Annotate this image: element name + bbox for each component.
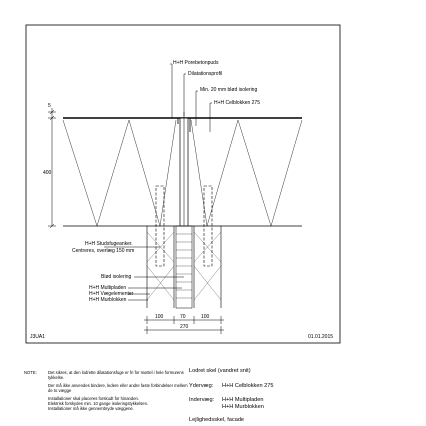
info-title: Lodret skel (vandret snit) [189,368,251,374]
wall-tie-left [155,185,165,267]
upper-leaders [170,63,212,132]
label-multipladen: H+H Multipladen [89,285,127,291]
insulation-zigzag-right [190,119,303,227]
info-inner-value-1: H+H Multipladen [222,397,264,403]
label-wall-material: H+H Vægelementer [89,291,134,297]
info-footer: Lejlighedsskel, facade [189,417,245,423]
height-dimension [48,108,56,229]
info-outer-value: H+H Celblokken 275 [222,383,274,389]
info-outer-label: Ydervæg: [189,383,214,389]
insulation-zigzag-left [62,119,177,227]
label-render: H+H Porebetonpuds [173,60,219,66]
info-inner-label: Indervæg: [189,397,215,403]
note-paragraph: Installationer skal placeres forskudt fo… [48,396,149,411]
dilatation-profile [177,117,191,132]
dim-total: 270 [180,324,189,330]
info-inner-value-2: H+H Murblokken [222,404,264,410]
lower-leaders [104,246,184,301]
note-paragraph: Det sikres, at den lodrette dilatationsf… [48,370,184,380]
drawing-date: 01.01.2015 [308,334,334,340]
dim-right: 100 [201,314,210,320]
wall-tie-right [203,185,213,267]
drawing-frame [25,24,341,344]
dim-left: 100 [155,314,164,320]
label-murblokken: H+H Murblokken [89,297,127,303]
wall-hatch-right [193,231,222,301]
dim-middle: 70 [180,314,186,320]
label-expansion-profile: Dilatationsprofil [188,71,223,77]
dim-height-small: 5 [48,103,51,109]
wall-hatch-left [146,231,175,301]
label-wall-tie: H+H Studsfugeanker. [85,241,133,247]
label-soft-insulation: Blød isolering [101,274,132,280]
dim-height-main: 400 [43,170,52,176]
label-min-insulation: Min. 20 mm blød isolering [200,87,258,93]
label-element: H+H Celblokken 275 [214,100,260,106]
drawing-id: J3UA1 [30,334,46,340]
notes-body: Det sikres, at den lodrette dilatationsf… [48,370,188,414]
width-dimension [144,316,224,334]
note-paragraph: Der må ikke anvendes bindere, ledere ell… [48,383,188,393]
multiplade-column [175,225,193,309]
multiplade-hatch [176,233,192,299]
notes-label: NOTE: [24,370,37,375]
label-wall-tie-spacing: Centreres, overlæg 150 mm [72,248,135,254]
